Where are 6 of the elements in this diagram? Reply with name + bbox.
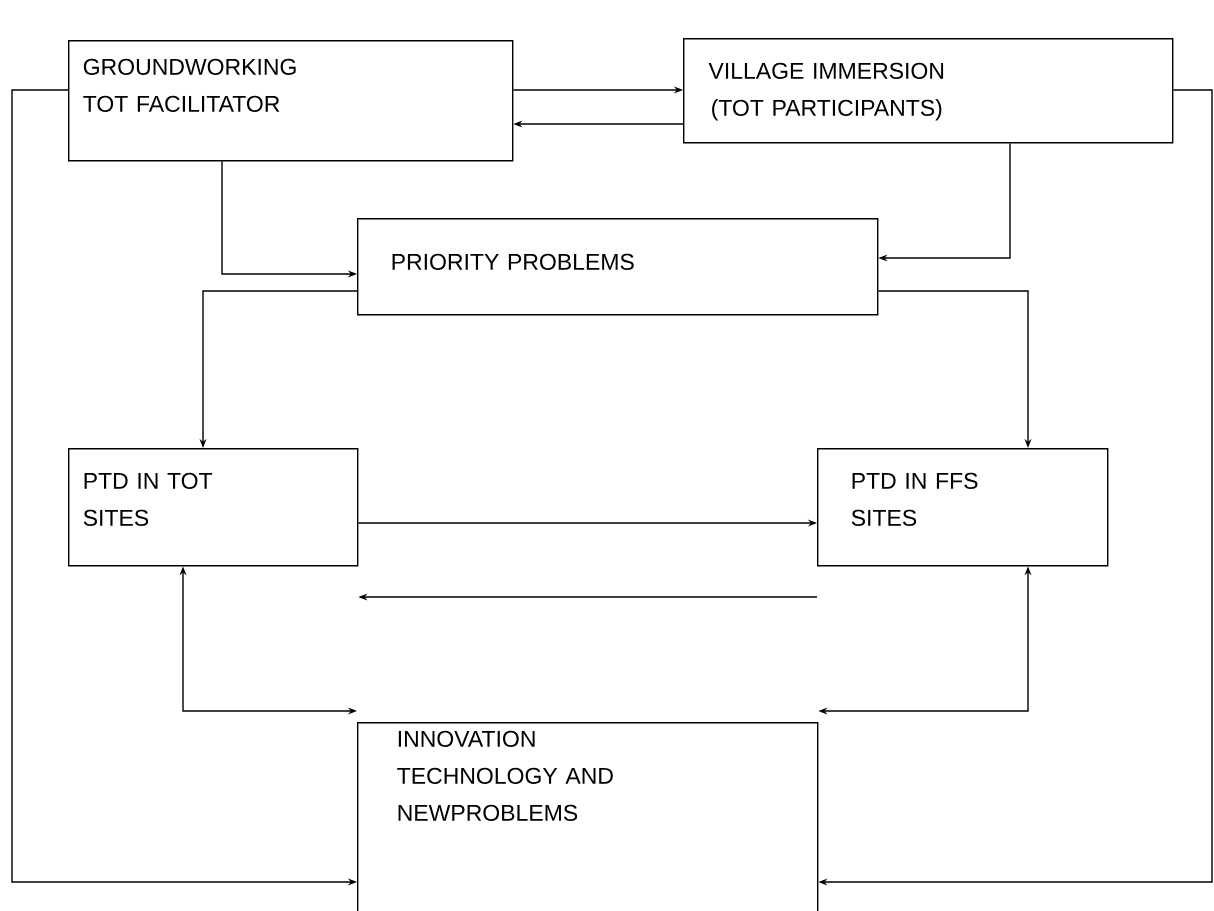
process-box: PTD IN FFS SITES xyxy=(817,448,1109,567)
process-box: INNOVATION TECHNOLOGY AND NEWPROBLEMS xyxy=(357,722,819,911)
process-box: GROUNDWORKING TOT FACILITATOR xyxy=(68,40,514,162)
process-box: PTD IN TOT SITES xyxy=(68,448,359,567)
process-box: VILLAGE IMMERSION (TOT PARTICIPANTS) xyxy=(683,38,1174,144)
process-box: PRIORITY PROBLEMS xyxy=(357,218,879,316)
